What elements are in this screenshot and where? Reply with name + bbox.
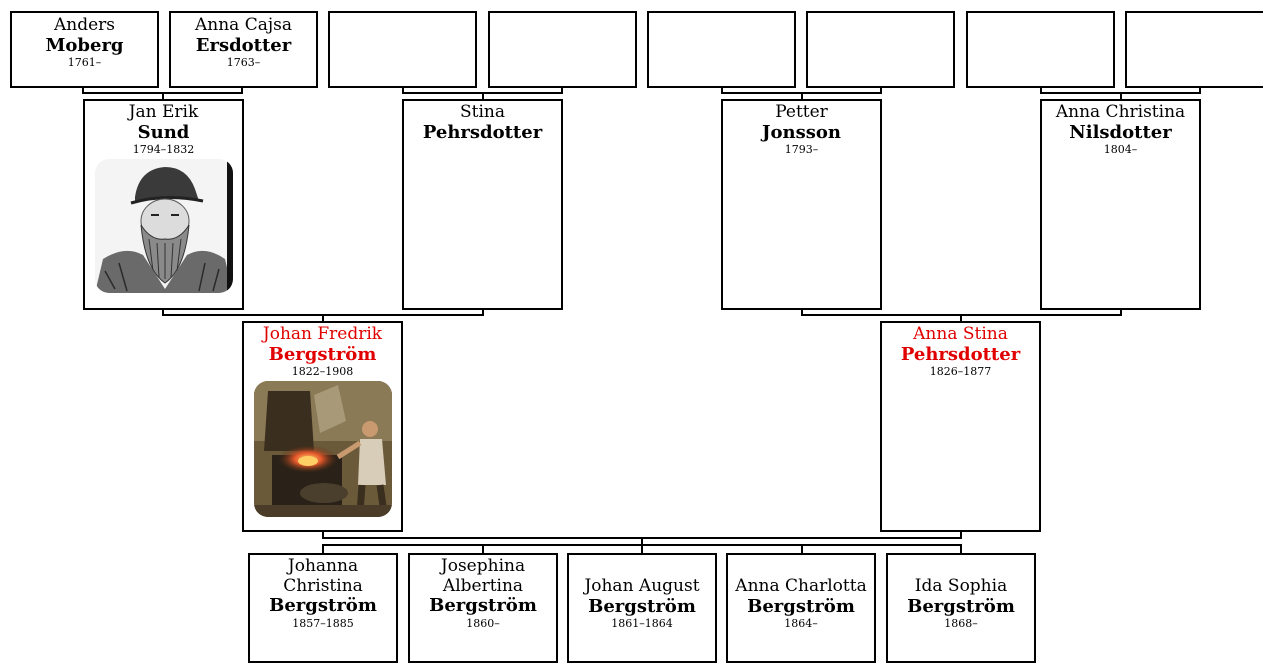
person-card-great-grandparent[interactable]: Anders Moberg 1761–	[10, 11, 159, 88]
given-name: Petter	[775, 102, 828, 122]
portrait-photo	[94, 158, 233, 293]
surname: Pehrsdotter	[422, 121, 543, 143]
connector-line	[641, 544, 643, 554]
surname: Nilsdotter	[1069, 121, 1172, 143]
surname: Bergström	[907, 595, 1015, 617]
connector-line	[82, 86, 84, 94]
connector-line	[641, 537, 643, 546]
life-dates: 1826–1877	[929, 365, 992, 379]
surname: Bergström	[269, 595, 377, 617]
empty-person-card[interactable]	[328, 11, 477, 88]
connector-line	[801, 544, 803, 554]
person-card-grandparent[interactable]: Jan Erik Sund 1794–1832	[83, 99, 244, 310]
connector-line	[721, 86, 723, 94]
person-card-child[interactable]: Josephina Albertina Bergström 1860–	[408, 553, 558, 663]
given-name: Jan Erik	[128, 102, 199, 122]
life-dates: 1793–	[784, 143, 819, 157]
life-dates: 1864–	[784, 617, 818, 631]
surname: Bergström	[588, 595, 696, 617]
person-card-child[interactable]: Anna Charlotta Bergström 1864–	[726, 553, 876, 663]
connector-line	[162, 92, 164, 100]
connector-line	[1040, 86, 1042, 94]
empty-person-card[interactable]	[488, 11, 637, 88]
person-card-child[interactable]: Ida Sophia Bergström 1868–	[886, 553, 1036, 663]
given-name: Johan Fredrik	[262, 324, 383, 344]
given-name: Anna Christina	[1055, 102, 1186, 122]
connector-line	[1120, 92, 1122, 100]
connector-line	[561, 86, 563, 94]
surname: Pehrsdotter	[900, 343, 1021, 365]
life-dates: 1868–	[944, 617, 978, 631]
connector-line	[322, 530, 324, 538]
connector-line	[482, 308, 484, 316]
connector-line	[1120, 308, 1122, 316]
surname: Bergström	[429, 595, 537, 617]
connector-line	[801, 92, 803, 100]
life-dates: 1763–	[226, 56, 261, 70]
life-dates: 1794–1832	[132, 143, 195, 157]
surname: Bergström	[268, 343, 377, 365]
given-name: Anna Stina	[913, 324, 1008, 344]
person-card-parent[interactable]: Anna Stina Pehrsdotter 1826–1877	[880, 321, 1041, 532]
connector-line	[880, 86, 882, 94]
connector-line	[162, 308, 164, 316]
connector-line	[402, 86, 404, 94]
given-name: Josephina Albertina	[440, 556, 526, 596]
given-name: Ida Sophia	[914, 576, 1008, 596]
connector-line	[322, 544, 324, 554]
person-card-great-grandparent[interactable]: Anna Cajsa Ersdotter 1763–	[169, 11, 318, 88]
surname: Moberg	[45, 34, 124, 56]
life-dates: 1861–1864	[611, 617, 673, 631]
connector-line	[801, 308, 803, 316]
connector-line	[241, 86, 243, 94]
connector-line	[960, 544, 962, 554]
given-name: Anna Charlotta	[735, 576, 867, 596]
given-name: Anna Cajsa	[195, 15, 292, 35]
surname: Ersdotter	[195, 34, 292, 56]
person-card-child[interactable]: Johanna Christina Bergström 1857–1885	[248, 553, 398, 663]
connector-line	[482, 544, 484, 554]
person-card-grandparent[interactable]: Stina Pehrsdotter	[402, 99, 563, 310]
surname: Bergström	[747, 595, 855, 617]
life-dates: 1860–	[466, 616, 500, 630]
life-dates: 1857–1885	[292, 616, 354, 630]
given-name: Johan August	[584, 576, 700, 596]
blacksmith-photo	[253, 380, 392, 517]
empty-person-card[interactable]	[1125, 11, 1263, 88]
surname: Jonsson	[762, 121, 841, 143]
person-card-grandparent[interactable]: Anna Christina Nilsdotter 1804–	[1040, 99, 1201, 310]
person-card-parent[interactable]: Johan Fredrik Bergström 1822–1908	[242, 321, 403, 532]
empty-person-card[interactable]	[966, 11, 1115, 88]
empty-person-card[interactable]	[647, 11, 796, 88]
surname: Sund	[137, 121, 190, 143]
connector-line	[482, 92, 484, 100]
connector-line	[322, 314, 324, 322]
life-dates: 1761–	[67, 56, 102, 70]
empty-person-card[interactable]	[806, 11, 955, 88]
connector-line	[960, 314, 962, 322]
given-name: Anders	[53, 15, 116, 35]
person-card-grandparent[interactable]: Petter Jonsson 1793–	[721, 99, 882, 310]
given-name: Stina	[460, 102, 505, 122]
person-card-child[interactable]: Johan August Bergström 1861–1864	[567, 553, 717, 663]
life-dates: 1804–	[1103, 143, 1138, 157]
given-name: Johanna Christina	[283, 556, 363, 596]
connector-line	[960, 530, 962, 538]
connector-line	[1199, 86, 1201, 94]
life-dates: 1822–1908	[291, 365, 354, 379]
